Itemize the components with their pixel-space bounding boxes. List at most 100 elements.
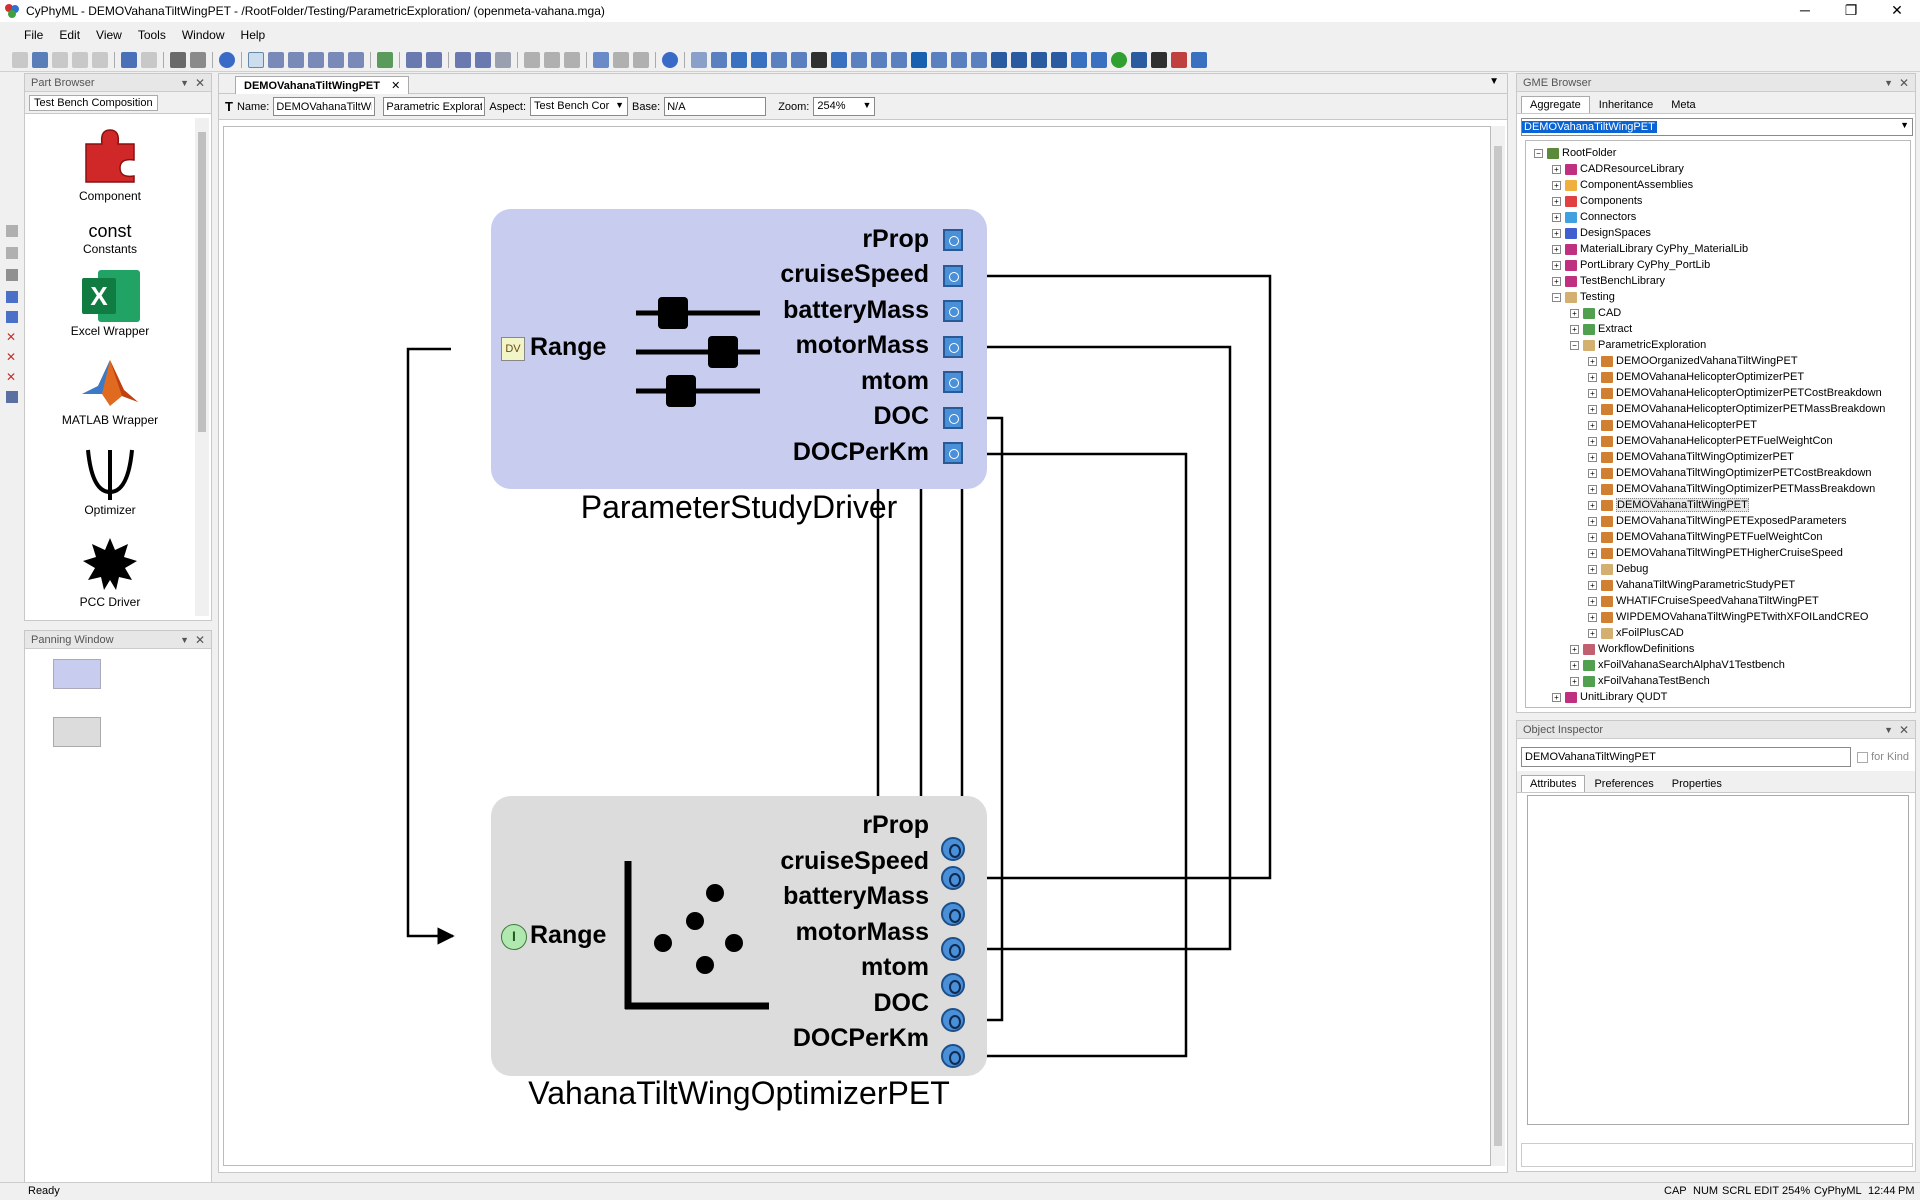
expand-icon[interactable]: +: [1588, 388, 1597, 398]
tree-item[interactable]: −ParametricExploration: [1570, 337, 1706, 353]
tree-item[interactable]: +DEMOVahanaTiltWingPET: [1588, 497, 1749, 513]
name-field[interactable]: [273, 97, 376, 116]
book-icon[interactable]: [991, 51, 1007, 68]
close-tab-icon[interactable]: ✕: [391, 80, 401, 92]
tree-item[interactable]: +ComponentAssemblies: [1552, 177, 1693, 193]
remove-icon[interactable]: ✕: [6, 350, 17, 364]
expand-icon[interactable]: +: [1552, 180, 1561, 190]
attributes-grid[interactable]: [1527, 795, 1909, 1125]
settings-icon[interactable]: [1071, 51, 1087, 68]
arrow-icon[interactable]: [524, 51, 540, 68]
upload-icon[interactable]: [1191, 51, 1207, 68]
tab-attributes[interactable]: Attributes: [1521, 775, 1586, 792]
expand-icon[interactable]: +: [1570, 644, 1579, 654]
tree-item[interactable]: +DEMOVahanaHelicopterPETFuelWeightCon: [1588, 433, 1833, 449]
close-icon[interactable]: ✕: [6, 330, 17, 344]
expand-icon[interactable]: +: [1552, 164, 1561, 174]
driver-port-docperkm[interactable]: [943, 442, 963, 464]
tree-item[interactable]: +DEMOVahanaTiltWingPETFuelWeightCon: [1588, 529, 1822, 545]
sync-icon[interactable]: [6, 311, 18, 323]
menu-tools[interactable]: Tools: [137, 28, 166, 42]
canvas-scrollbar[interactable]: [1491, 126, 1505, 1166]
tab-list-icon[interactable]: ▼: [1489, 76, 1499, 87]
remove-icon[interactable]: ✕: [6, 370, 17, 384]
collapse-icon[interactable]: −: [1534, 148, 1543, 158]
kind-field[interactable]: [383, 97, 486, 116]
close-window-button[interactable]: ✕: [1891, 2, 1903, 18]
layout-icon[interactable]: [593, 51, 609, 68]
wrench-icon[interactable]: [851, 51, 867, 68]
refresh-icon[interactable]: [377, 51, 393, 68]
diagram-canvas[interactable]: DV Range rProp cruiseSpeed batteryMass m…: [223, 126, 1491, 1166]
factory-icon[interactable]: [931, 51, 947, 68]
expand-icon[interactable]: +: [1552, 196, 1561, 206]
tree-item[interactable]: +DEMOVahanaTiltWingPETExposedParameters: [1588, 513, 1846, 529]
tree-item[interactable]: +PortLibrary CyPhy_PortLib: [1552, 257, 1710, 273]
expand-icon[interactable]: +: [1570, 324, 1579, 334]
expand-icon[interactable]: +: [1588, 404, 1597, 414]
optimizer-port-doc[interactable]: [941, 1008, 965, 1032]
snap-icon[interactable]: [495, 51, 511, 68]
align-icon[interactable]: [475, 51, 491, 68]
graph-icon[interactable]: [791, 51, 807, 68]
menu-edit[interactable]: Edit: [59, 28, 81, 42]
expand-icon[interactable]: +: [1570, 660, 1579, 670]
minimize-button[interactable]: ─: [1800, 2, 1810, 18]
part-constants[interactable]: const Constants: [25, 220, 195, 256]
tree-item[interactable]: +WorkflowDefinitions: [1570, 641, 1694, 657]
driver-port-doc[interactable]: [943, 407, 963, 429]
driver-port-mtom[interactable]: [943, 371, 963, 393]
part-matlab-wrapper[interactable]: MATLAB Wrapper: [25, 356, 195, 427]
visualize-mode-icon[interactable]: [348, 51, 364, 68]
tree-item[interactable]: +DEMOVahanaHelicopterOptimizerPETCostBre…: [1588, 385, 1882, 401]
part-excel-wrapper[interactable]: X Excel Wrapper: [25, 268, 195, 338]
close-icon[interactable]: ✕: [1898, 723, 1909, 737]
optimizer-port-batterymass[interactable]: [941, 902, 965, 926]
dropdown-icon[interactable]: ▼: [1884, 78, 1893, 88]
tree-item[interactable]: +CAD: [1570, 305, 1621, 321]
tree-item[interactable]: +DEMOOrganizedVahanaTiltWingPET: [1588, 353, 1798, 369]
copy-icon[interactable]: [52, 51, 68, 68]
menu-file[interactable]: File: [24, 28, 44, 42]
driver-port-batterymass[interactable]: [943, 300, 963, 322]
arrow-icon[interactable]: [564, 51, 580, 68]
tab-preferences[interactable]: Preferences: [1594, 778, 1654, 790]
restore-button[interactable]: ❐: [1844, 2, 1858, 18]
tree-item[interactable]: +Extract: [1570, 321, 1632, 337]
check-icon[interactable]: [831, 51, 847, 68]
menu-window[interactable]: Window: [181, 28, 225, 42]
formula-icon[interactable]: [711, 51, 727, 68]
car-icon[interactable]: [811, 51, 827, 68]
tree-item[interactable]: +Connectors: [1552, 209, 1636, 225]
nav-forward-icon[interactable]: [6, 247, 18, 259]
toolbox-icon[interactable]: [871, 51, 887, 68]
close-icon[interactable]: ✕: [194, 633, 205, 647]
tab-meta[interactable]: Meta: [1671, 99, 1696, 111]
sync-icon[interactable]: [6, 291, 18, 303]
expand-icon[interactable]: +: [1588, 564, 1597, 574]
compare-icon[interactable]: [1031, 51, 1047, 68]
settings-icon[interactable]: [1091, 51, 1107, 68]
arrow-icon[interactable]: [544, 51, 560, 68]
gear-icon[interactable]: [771, 51, 787, 68]
grid-icon[interactable]: [455, 51, 471, 68]
expand-icon[interactable]: +: [1552, 212, 1561, 222]
expand-icon[interactable]: +: [1588, 628, 1597, 638]
tree-item[interactable]: +xFoilVahanaSearchAlphaV1Testbench: [1570, 657, 1785, 673]
tree-item[interactable]: +WHATIFCruiseSpeedVahanaTiltWingPET: [1588, 593, 1819, 609]
connect-mode-icon[interactable]: [268, 51, 284, 68]
new-icon[interactable]: [12, 51, 28, 68]
expand-icon[interactable]: +: [1588, 612, 1597, 622]
tree-item[interactable]: +DEMOVahanaTiltWingPETHigherCruiseSpeed: [1588, 545, 1843, 561]
expand-icon[interactable]: +: [1588, 596, 1597, 606]
tree-item[interactable]: +WIPDEMOVahanaTiltWingPETwithXFOILandCRE…: [1588, 609, 1868, 625]
close-icon[interactable]: ✕: [1898, 76, 1909, 90]
tree-item[interactable]: −RootFolder: [1534, 145, 1616, 161]
save-icon[interactable]: [32, 51, 48, 68]
optimizer-port-motormass[interactable]: [941, 937, 965, 961]
zoom-select[interactable]: 254%▼: [813, 97, 876, 116]
expand-icon[interactable]: +: [1552, 228, 1561, 238]
menu-view[interactable]: View: [96, 28, 122, 42]
tab-inheritance[interactable]: Inheritance: [1598, 99, 1654, 111]
dropdown-icon[interactable]: ▼: [1884, 725, 1893, 735]
